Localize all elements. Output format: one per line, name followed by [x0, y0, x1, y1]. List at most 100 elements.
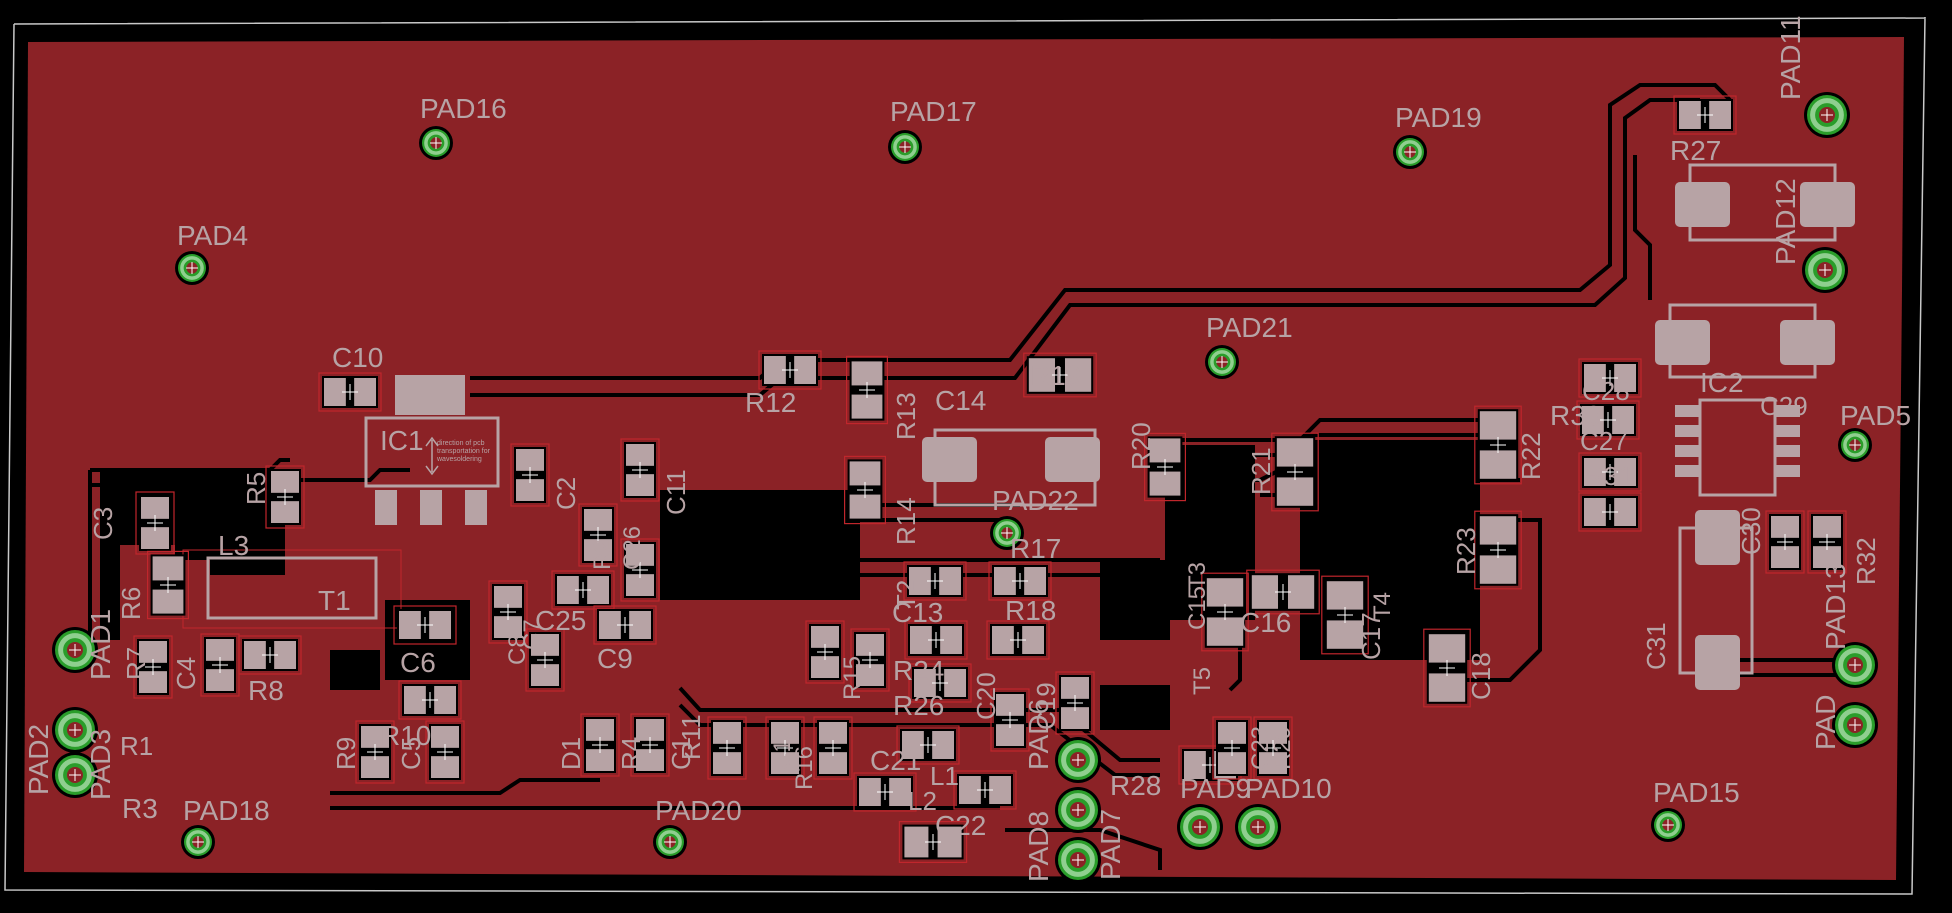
smd-part[interactable] — [904, 620, 968, 660]
pad-pad11[interactable] — [1804, 92, 1850, 138]
smd-part[interactable] — [1673, 95, 1737, 135]
smd-part[interactable] — [265, 465, 305, 529]
smd-part[interactable] — [593, 605, 657, 645]
smd-part[interactable] — [986, 620, 1050, 660]
label-r31: R31 — [1585, 461, 1633, 491]
smd-part[interactable] — [1474, 510, 1522, 590]
pad-pad8[interactable] — [1055, 787, 1101, 833]
smd-part[interactable] — [488, 580, 528, 644]
smd-part[interactable] — [805, 620, 845, 684]
smd-part[interactable] — [707, 716, 747, 780]
smd-part[interactable] — [853, 772, 917, 812]
origin-cross-icon — [417, 617, 433, 633]
smd-part[interactable] — [765, 716, 805, 780]
label-c18: C18 — [1466, 652, 1496, 700]
smd-part[interactable] — [1055, 671, 1095, 735]
smd-part[interactable] — [238, 635, 302, 675]
pad-pad24[interactable] — [1802, 247, 1848, 293]
origin-cross-icon — [1217, 604, 1233, 620]
label-t1: T1 — [318, 585, 351, 616]
smd-part[interactable] — [1253, 716, 1293, 780]
pad-pad13[interactable] — [1832, 642, 1878, 688]
pad-pad7[interactable] — [1055, 837, 1101, 883]
smd-part[interactable] — [1765, 510, 1805, 574]
smd-part[interactable] — [843, 455, 886, 525]
smd-part[interactable] — [1321, 575, 1369, 655]
label-pad4: PAD4 — [177, 220, 248, 251]
smd-part[interactable] — [398, 680, 462, 720]
smd-part[interactable] — [990, 688, 1030, 752]
label-pad5: PAD5 — [1840, 400, 1911, 431]
ic1[interactable]: IC1 direction of pcb transportation for … — [364, 375, 500, 525]
smd-part[interactable] — [1578, 452, 1642, 492]
smd-part[interactable] — [1474, 405, 1522, 485]
smd-part[interactable] — [988, 561, 1052, 601]
smd-part[interactable] — [1578, 492, 1642, 532]
label-r7: R7 — [121, 647, 151, 680]
pad-pad9[interactable] — [1177, 804, 1223, 850]
pad-pad21[interactable] — [1205, 345, 1239, 379]
smd-part[interactable] — [1578, 358, 1642, 398]
origin-cross-icon — [1001, 527, 1013, 539]
smd-part[interactable] — [953, 770, 1017, 810]
origin-cross-icon — [857, 482, 873, 498]
smd-part[interactable] — [425, 720, 465, 784]
smd-part[interactable] — [525, 628, 565, 692]
pad-pad4[interactable] — [175, 251, 209, 285]
label-c17: C17 — [1356, 612, 1386, 660]
origin-cross-icon — [825, 740, 841, 756]
smd-part[interactable] — [1212, 716, 1252, 780]
smd-part[interactable] — [1271, 432, 1319, 512]
smd-part[interactable] — [845, 355, 888, 425]
smd-part[interactable] — [903, 561, 967, 601]
smd-part[interactable] — [1807, 510, 1847, 574]
smd-part[interactable] — [1423, 628, 1471, 708]
smd-part[interactable] — [133, 635, 173, 699]
pad-pad3[interactable] — [52, 752, 98, 798]
smd-part[interactable] — [620, 538, 660, 602]
pad-pad19[interactable] — [1393, 135, 1427, 169]
pad-pad17[interactable] — [888, 130, 922, 164]
smd-part[interactable] — [758, 350, 822, 390]
pad-pad14[interactable] — [1832, 702, 1878, 748]
pad-pad6[interactable] — [1055, 737, 1101, 783]
origin-cross-icon — [192, 836, 204, 848]
label-c16: C16 — [1240, 607, 1291, 638]
smd-part[interactable] — [850, 628, 890, 692]
label-c19: C19 — [1031, 682, 1061, 730]
smd-part[interactable] — [1023, 352, 1097, 398]
smd-part[interactable] — [620, 438, 660, 502]
smd-part[interactable] — [908, 663, 972, 703]
pad-pad15[interactable] — [1651, 808, 1685, 842]
smd-part[interactable] — [578, 503, 618, 567]
smd-part[interactable] — [1143, 432, 1186, 502]
smd-part[interactable] — [898, 820, 968, 863]
smd-part[interactable] — [135, 491, 175, 555]
smd-part[interactable] — [1576, 400, 1640, 440]
pad-pad18[interactable] — [181, 825, 215, 859]
smd-part[interactable] — [630, 713, 670, 777]
origin-cross-icon — [1490, 542, 1506, 558]
pad-pad16[interactable] — [419, 126, 453, 160]
origin-cross-icon — [642, 737, 658, 753]
pad-pad10[interactable] — [1235, 804, 1281, 850]
smd-part[interactable] — [147, 550, 190, 620]
pad-pad20[interactable] — [653, 825, 687, 859]
smd-part[interactable] — [1201, 572, 1249, 652]
smd-part[interactable] — [551, 570, 615, 610]
smd-part[interactable] — [355, 720, 395, 784]
smd-part[interactable] — [896, 725, 960, 765]
pad-pad5[interactable] — [1838, 428, 1872, 462]
smd-part[interactable] — [510, 443, 550, 507]
label-IC1: IC1 — [380, 425, 424, 456]
smd-part[interactable] — [1246, 569, 1320, 615]
smd-part[interactable] — [393, 605, 457, 645]
smd-part[interactable] — [580, 713, 620, 777]
smd-part[interactable] — [200, 633, 240, 697]
pad-pad1[interactable] — [52, 627, 98, 673]
smd-part[interactable] — [318, 372, 382, 412]
smd-part[interactable] — [813, 716, 853, 780]
pad-pad2[interactable] — [52, 707, 98, 753]
pad-pad22[interactable] — [990, 516, 1024, 550]
